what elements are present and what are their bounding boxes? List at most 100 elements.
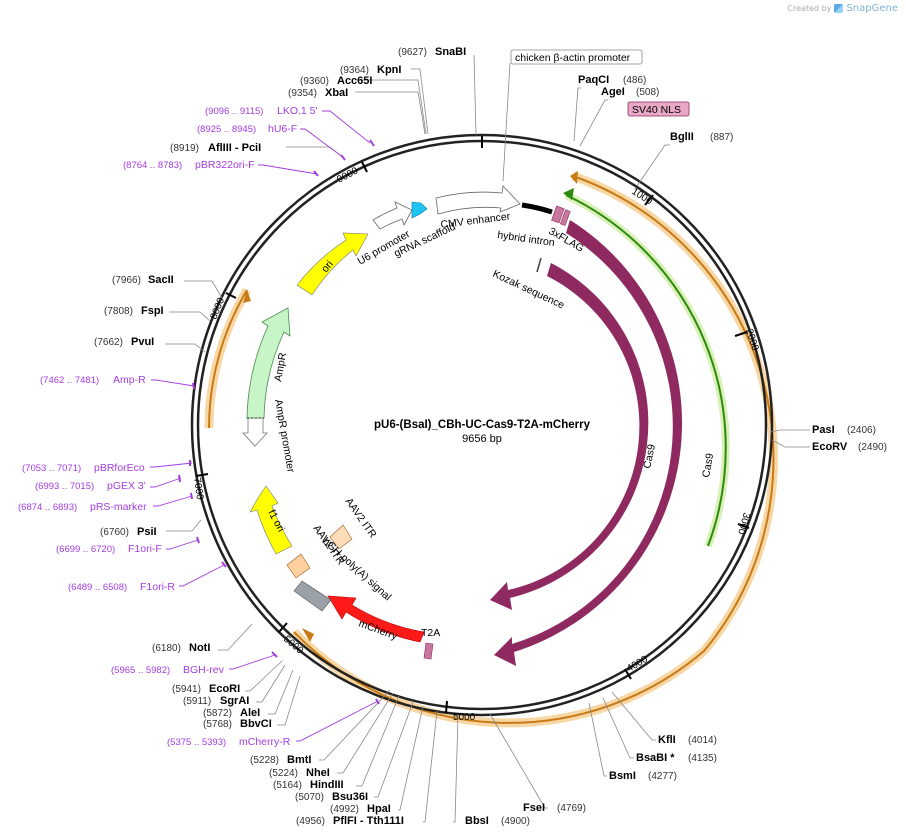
primer-name-f1orir: F1ori-R [140,581,175,593]
site-pos-bsu36i: (5070) [295,792,324,803]
grna-scaffold-arrow [411,201,428,219]
site-pos-pvui: (7662) [94,337,123,348]
hybrid-intron-label: hybrid intron [497,229,556,249]
sv40-nls-label-box [627,101,690,117]
f1-ori-arrow [249,485,293,555]
tick-label-8000: 8000 [209,296,228,321]
site-pos-nhei: (5224) [269,768,298,779]
snapgene-logo-icon [834,4,844,13]
cas9-outer-arrow [494,220,683,666]
tick-label-9000: 9000 [335,165,360,185]
ampr-promoter-label: AmpR promoter [272,398,297,474]
primer-name-bghrev: BGH-rev [183,664,225,676]
kozak-marker [536,257,542,273]
primer-name-pbr322: pBR322ori-F [195,159,255,171]
flag-block [551,205,565,224]
primer-pos-f1orif: (6699 .. 6720) [56,544,115,555]
site-name-alei: AleI [240,707,260,719]
cas9-inner-label: Cas9 [641,443,658,470]
site-name-nhei: NheI [306,767,330,779]
site-name-hindiii: HindIII [310,779,344,791]
site-pos-bmti: (5228) [250,755,279,766]
primer-name-prs: pRS-marker [90,501,147,513]
site-name-snabi: SnaBI [435,46,466,58]
site-name-pasi: PasI [812,424,835,436]
site-pos-xbai: (9354) [288,88,317,99]
site-pos-snabi: (9627) [398,47,427,58]
primer-pos-mcherryr: (5375 .. 5393) [167,737,226,748]
site-name-fsei: FseI [523,802,545,814]
site-name-xbai: XbaI [325,87,348,99]
site-pos-bglii: (887) [710,132,733,143]
orf-arc-left-orange [208,289,248,429]
primer-pos-pbrforeco: (7053 .. 7071) [22,463,81,474]
watermark-brand: SnapGene [846,3,898,14]
bgh-polya-label: bGH poly(A) signal [320,535,394,603]
backbone-outer-circle [190,133,774,717]
orange-arrowhead-left [243,290,251,303]
site-name-afliii: AflIII - PciI [208,142,261,154]
cas9-outer-label: Cas9 [700,452,716,478]
ori-arrow [296,232,369,296]
site-pos-sacii: (7966) [112,275,141,286]
u6-promoter-arrow [372,201,413,230]
green-arrowhead-top [563,188,574,200]
site-name-bmti: BmtI [287,754,311,766]
site-name-fspi: FspI [141,305,164,317]
site-pos-kpni: (9364) [340,65,369,76]
site-name-bsabi: BsaBI * [636,752,675,764]
site-name-sgrai: SgrAI [220,695,249,707]
site-name-ecori: EcoRI [209,683,240,695]
site-name-ecorv: EcoRV [812,441,848,453]
tick-label-5000-bottom: 5000 [453,712,476,723]
primer-name-f1orif: F1ori-F [128,543,162,555]
snapgene-watermark: Created by SnapGene [787,3,898,14]
site-pos-ecorv: (2490) [858,442,887,453]
site-pos-hpai: (4992) [330,804,359,815]
primer-pos-lko1: (9096 .. 9115) [205,106,263,117]
site-pos-sgrai: (5911) [183,696,211,707]
site-name-noti: NotI [189,642,210,654]
site-name-psii: PsiI [137,526,157,538]
site-pos-bbsi: (4900) [501,816,530,827]
aav2-itr-bottom-block [286,553,311,579]
ampr-label: AmpR [272,351,289,382]
site-pos-agei: (508) [636,87,659,98]
primer-name-pbrforeco: pBRforEco [94,462,145,474]
primer-pos-pbr322: (8764 .. 8783) [123,160,182,171]
orf-arrowheads [243,171,578,642]
primer-name-pgex: pGEX 3' [107,480,146,492]
sv40-nls-label: SV40 NLS [632,104,681,116]
site-pos-bsabi: (4135) [688,753,717,764]
tick-label-3000: 3000 [735,511,751,536]
site-pos-alei: (5872) [203,708,232,719]
t2a-label: T2A [421,627,440,639]
leader-lines [165,54,810,823]
ring-ticks [195,136,750,714]
primer-name-ampr: Amp-R [113,374,146,386]
plasmid-length: 9656 bp [462,433,502,445]
site-pos-pflfi: (4956) [296,816,325,827]
site-pos-psii: (6760) [100,527,129,538]
site-name-acc65i: Acc65I [337,75,372,87]
restriction-site-labels: (9627) SnaBI (9364) KpnI (9360) Acc65I (… [94,46,887,827]
primer-pos-ampr: (7462 .. 7481) [40,375,99,386]
site-name-hpai: HpaI [367,803,391,815]
site-pos-bsmi: (4277) [648,771,677,782]
primer-pos-f1orir: (6489 .. 6508) [68,582,127,593]
mcherry-arrow [327,595,425,643]
primer-pos-bghrev: (5965 .. 5982) [111,665,170,676]
site-pos-pasi: (2406) [847,425,876,436]
aav2-itr-top-block [329,524,353,550]
primer-labels: (9096 .. 9115) LKO.1 5' (8925 .. 8945) h… [18,105,318,748]
watermark-created-by: Created by [787,4,832,13]
site-name-sacii: SacII [148,274,174,286]
site-pos-paqci: (486) [623,75,646,86]
orange-arrowhead-top [570,171,578,184]
sv40-nls-block [559,209,571,226]
site-name-bsu36i: Bsu36I [332,791,368,803]
feature-shapes [242,185,683,666]
site-name-bbvci: BbvCI [240,718,272,730]
site-pos-ecori: (5941) [172,684,201,695]
primer-pos-prs: (6874 .. 6893) [18,502,77,513]
